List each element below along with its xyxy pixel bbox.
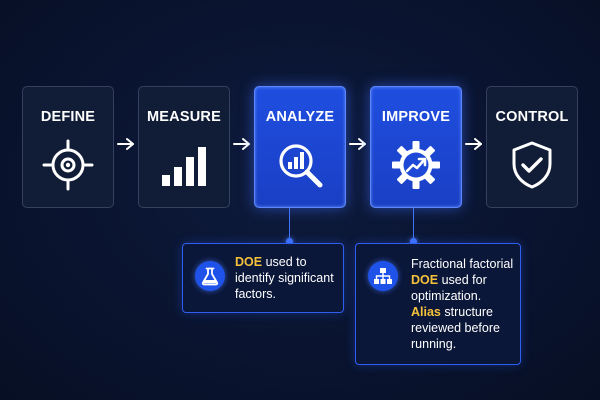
phase-analyze: ANALYZE — [254, 86, 346, 208]
analyze-connector — [289, 208, 290, 242]
phase-improve-label: IMPROVE — [381, 109, 451, 125]
doe-highlight: DOE — [235, 255, 263, 269]
arrow-right-icon — [348, 136, 368, 152]
doe-highlight: DOE — [411, 273, 439, 287]
phase-control-label: CONTROL — [495, 109, 569, 125]
arrow-right-icon — [464, 136, 484, 152]
analyze-connector-dot — [286, 238, 293, 245]
phase-control: CONTROL — [486, 86, 578, 208]
flask-icon — [195, 261, 225, 291]
analyze-callout-text: DOE used to identify significant factors… — [235, 255, 334, 301]
alias-highlight: Alias — [411, 305, 441, 319]
gear-trend-icon — [388, 137, 444, 193]
improve-connector — [413, 208, 414, 242]
phase-define-label: DEFINE — [40, 109, 96, 125]
phase-improve: IMPROVE — [370, 86, 462, 208]
magnifier-chart-icon — [272, 137, 328, 193]
analyze-callout: DOE used to identify significant factors… — [182, 243, 344, 313]
phase-analyze-label: ANALYZE — [265, 109, 335, 125]
bar-chart-icon — [156, 137, 212, 193]
improve-callout: Fractional factorial DOE used for optimi… — [355, 243, 521, 365]
improve-connector-dot — [410, 238, 417, 245]
arrow-right-icon — [116, 136, 136, 152]
phase-measure-label: MEASURE — [147, 109, 221, 125]
phase-measure: MEASURE — [138, 86, 230, 208]
hierarchy-icon — [368, 261, 398, 291]
shield-check-icon — [504, 137, 560, 193]
arrow-right-icon — [232, 136, 252, 152]
phase-define: DEFINE — [22, 86, 114, 208]
improve-callout-text: Fractional factorial DOE used for optimi… — [411, 257, 514, 351]
target-icon — [40, 137, 96, 193]
